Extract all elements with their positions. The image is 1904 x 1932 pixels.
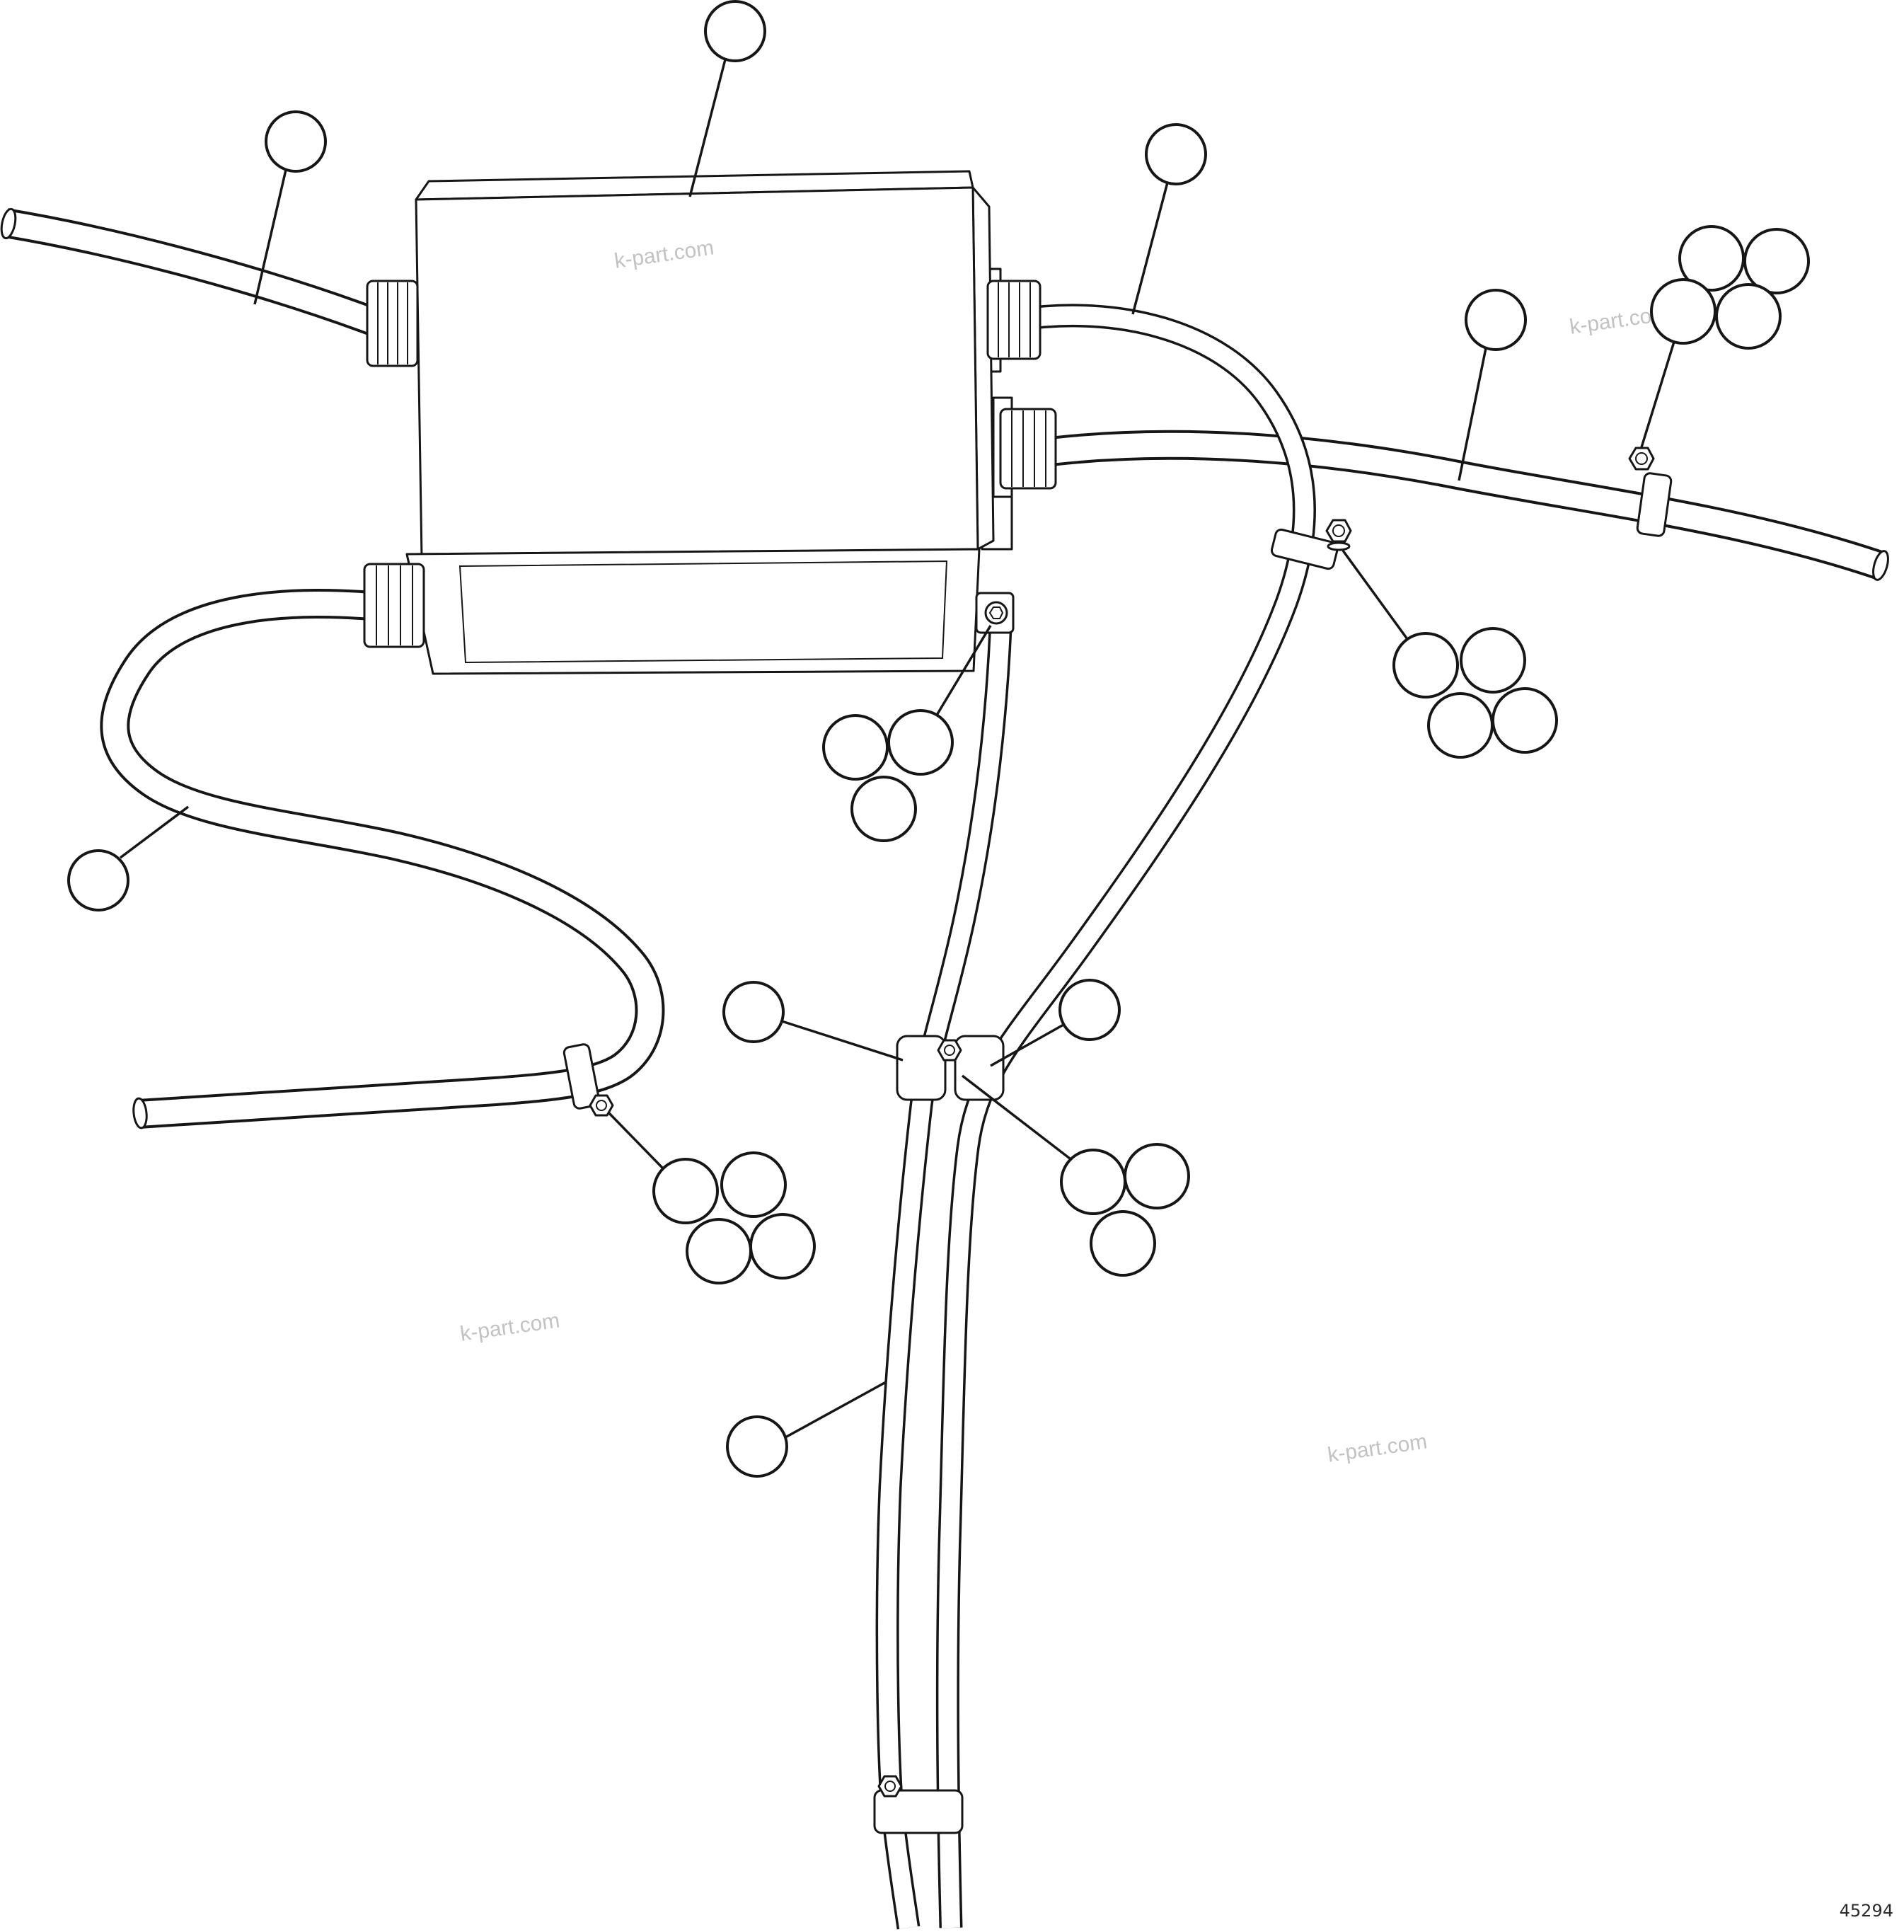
lid-bolt [975,592,1015,634]
hose-right-lower [1027,445,1891,582]
box-lid-recess [458,560,948,664]
callout-leader-line [253,169,287,305]
callout-balloon [887,709,954,776]
callout-balloon [1650,278,1717,345]
callout-balloon [749,1213,816,1280]
clamp-bottom [873,1775,964,1834]
callout-leader-line [607,1111,664,1170]
callout-leader-line [990,1023,1064,1067]
callout-leader-line [119,805,190,859]
callout-layer [67,0,1810,1478]
callout-balloon [1090,1210,1156,1277]
callout-balloon [726,1415,788,1478]
watermark-text: k-part.com [458,1309,561,1345]
hose-right-upper [947,316,1304,1928]
callout-leader-line [1640,341,1675,448]
clamp-bolt [589,1094,614,1117]
clip-left [896,1035,947,1101]
fitting-left-lower [363,563,425,648]
callout-balloon [722,981,785,1043]
callout-balloon [265,110,327,173]
clamp-bottom-left [562,1043,614,1117]
callout-balloon [1492,687,1558,754]
clamp-right-hose [1628,447,1673,537]
callout-balloon [1743,228,1810,294]
callout-leader-line [961,1074,1071,1160]
callout-balloon [1678,225,1745,292]
clamp-bolt [877,1775,903,1798]
callout-balloon [822,714,889,781]
callout-balloon [1124,1143,1190,1209]
callout-leader-line [935,625,992,717]
callout-balloon [1460,627,1526,694]
callout-balloon [1392,632,1459,698]
reservoir-box [363,170,1057,675]
callout-leader-line [1458,347,1487,481]
callout-balloon [1715,283,1782,350]
callout-leader-line [785,1381,887,1439]
callout-balloon [652,1158,719,1224]
callout-balloon [67,849,129,912]
callout-balloon [1060,1149,1126,1215]
box-lid [405,548,981,675]
hose-top-left [0,207,388,327]
hose-open-end [1872,550,1889,581]
figure-number: 45294 [1840,1901,1893,1921]
clip-right [954,1035,1005,1101]
callout-balloon [686,1218,752,1284]
callout-balloon [704,0,766,62]
callout-leader-line [1131,182,1169,315]
fitting-left-upper [366,280,419,367]
callout-leader-line [781,1020,904,1062]
callout-balloon [1145,123,1207,185]
callout-leader-line [1342,549,1409,640]
callout-balloon [1058,979,1121,1041]
callout-balloon [1427,692,1494,759]
callout-balloon [850,776,917,842]
clamp-center-double [896,1035,1005,1101]
clamp-nut [1325,519,1352,543]
clamp-upper-hose [1270,519,1352,570]
clamp-bolt [937,1039,962,1062]
clamp-washer [1327,541,1351,551]
hose-open-end [0,207,17,240]
fitting-right-upper [986,280,1042,360]
callout-leader-line [688,59,727,197]
clamp-nut [1628,447,1655,471]
hose-open-end [132,1097,148,1129]
fitting-right-lower [999,408,1057,490]
watermark-text: k-part.com [1326,1430,1429,1466]
callout-balloon [720,1151,787,1218]
callout-balloon [1465,289,1527,351]
hose-left-lower [115,604,650,1129]
